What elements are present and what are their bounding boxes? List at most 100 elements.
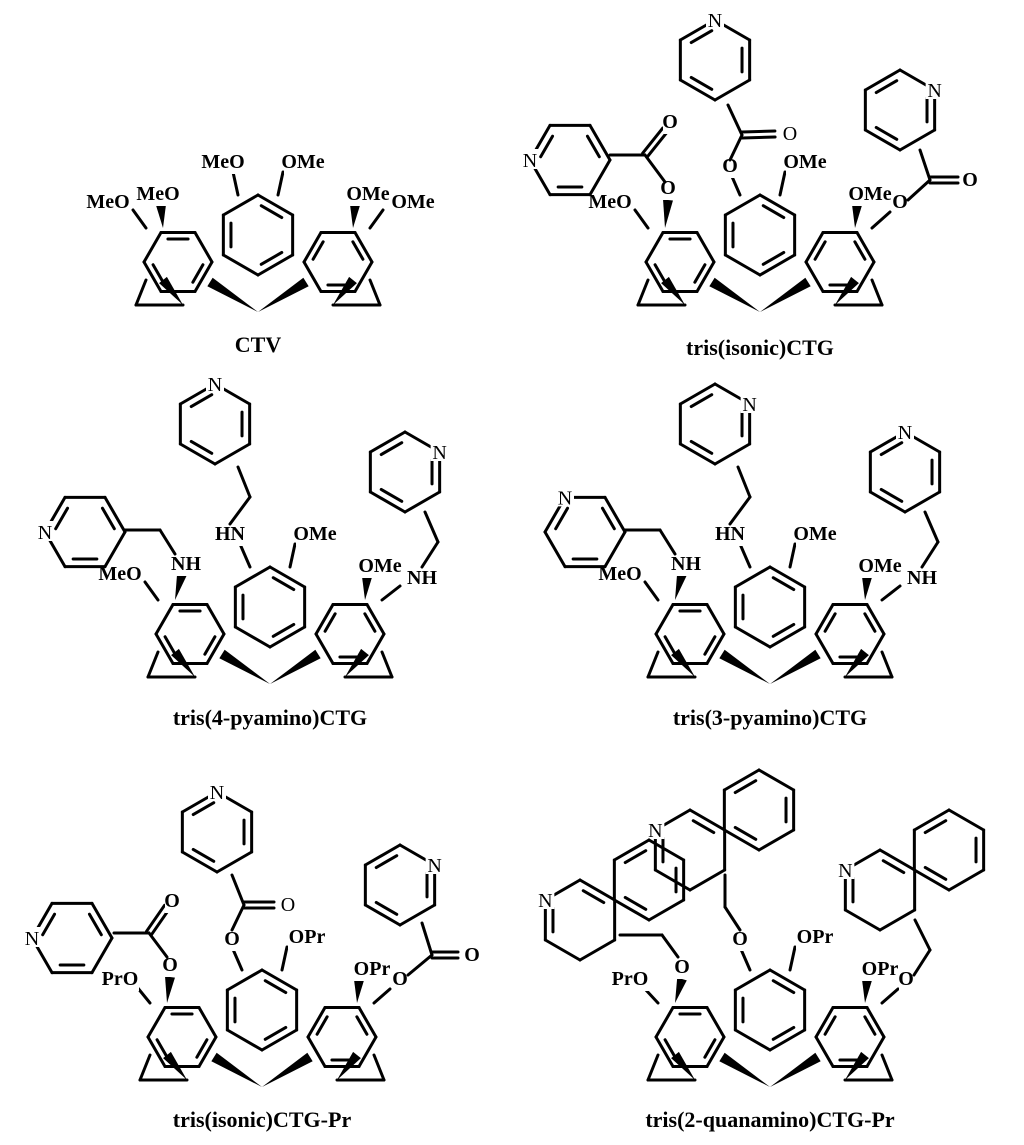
ring-nitrogen: N xyxy=(558,487,572,509)
label-backdrop xyxy=(706,9,724,29)
ring-bond xyxy=(146,1035,167,1068)
ring-double-bond xyxy=(263,979,288,995)
ring-bond xyxy=(723,193,762,217)
pyridine-ring-right: N xyxy=(368,430,449,514)
ring-double-bond xyxy=(923,819,948,835)
ring-double-bond xyxy=(689,439,714,455)
wedge-bond xyxy=(675,977,687,1003)
ring-nitrogen: N xyxy=(38,522,52,544)
ring-bond xyxy=(225,968,264,992)
bridge-wedge xyxy=(770,649,821,684)
amine-label: NH xyxy=(407,567,437,589)
ring-double-bond xyxy=(41,912,57,937)
bond xyxy=(880,584,902,602)
ring-bond xyxy=(314,603,335,636)
isoquinoline-ring-a: N xyxy=(836,848,917,932)
label-backdrop xyxy=(740,393,759,413)
ester-bond xyxy=(728,133,744,162)
ring-bond xyxy=(221,193,260,217)
pyridine-ring-left: N xyxy=(23,901,114,975)
ring-bond xyxy=(368,490,407,514)
ring-bond xyxy=(723,253,762,277)
methylene-bond xyxy=(660,933,680,959)
ring-double-bond xyxy=(87,912,103,937)
bridge-wedge xyxy=(270,649,321,684)
methylene-bond xyxy=(913,918,932,952)
ring-double-bond xyxy=(771,576,796,592)
pyridine-ring-left: N xyxy=(36,495,127,569)
bond xyxy=(143,580,160,602)
bridge-wedge xyxy=(719,649,770,684)
ring-double-bond xyxy=(259,250,284,266)
carbonyl-oxygen-label: O xyxy=(962,169,978,191)
ring-double-bond xyxy=(879,441,904,457)
ring-bond xyxy=(878,848,917,872)
amine-label: HN xyxy=(715,523,746,545)
core-ring-right xyxy=(814,1006,886,1068)
ring-bond xyxy=(213,442,252,466)
ring-double-bond xyxy=(271,622,296,638)
ring-bond xyxy=(804,231,825,264)
isoquinoline-ring-a: N xyxy=(536,878,617,962)
propoxy-label: PrO xyxy=(102,968,139,990)
core-ring-right xyxy=(814,603,886,665)
ring-bond xyxy=(654,603,675,636)
ring-double-bond xyxy=(689,29,714,45)
ring-bond xyxy=(314,632,335,665)
label-backdrop xyxy=(393,971,407,991)
ring-nitrogen: N xyxy=(538,890,552,912)
ring-double-bond xyxy=(151,263,165,284)
ring-double-bond xyxy=(823,1015,837,1036)
ring-double-bond xyxy=(663,1038,677,1059)
label-backdrop xyxy=(896,421,914,441)
methoxy-label: OMe xyxy=(858,555,901,577)
ring-bond xyxy=(233,625,272,649)
ring-double-bond xyxy=(189,393,214,409)
ring-bond xyxy=(578,878,617,902)
ring-double-bond xyxy=(879,487,904,503)
core-ring-top xyxy=(225,968,299,1052)
ring-bond xyxy=(878,908,917,932)
ester-oxygen-label: O xyxy=(892,191,908,213)
ring-bond xyxy=(154,603,175,636)
ring-double-bond xyxy=(703,1038,717,1059)
ring-double-bond xyxy=(351,240,365,261)
core-ring-left xyxy=(654,603,726,665)
bridge-bond xyxy=(146,650,160,679)
ester-bond xyxy=(906,178,932,202)
methoxy-label: OMe xyxy=(783,151,826,173)
wedge-bond xyxy=(165,976,175,1003)
ring-double-bond xyxy=(600,506,616,531)
methoxy-label: OMe xyxy=(848,183,891,205)
ring-bond xyxy=(705,603,726,636)
ring-double-bond xyxy=(191,263,205,284)
ring-double-bond xyxy=(623,895,648,911)
label-backdrop xyxy=(611,971,649,991)
ester-oxygen-label: O xyxy=(722,155,738,177)
isoquinoline-ring-b xyxy=(912,808,986,892)
ring-bond xyxy=(603,495,627,534)
core-ring-left xyxy=(146,1006,218,1068)
bridge-wedge xyxy=(159,276,183,305)
label-backdrop xyxy=(349,186,387,206)
ring-double-bond xyxy=(771,979,796,995)
ring-bond xyxy=(912,808,951,832)
ring-bond xyxy=(142,260,163,293)
ring-bond xyxy=(256,193,295,217)
ring-bond xyxy=(647,898,686,922)
ring-nitrogen: N xyxy=(427,855,441,877)
ring-double-bond xyxy=(323,612,337,633)
label-backdrop xyxy=(536,889,555,909)
ester-bond xyxy=(147,931,169,959)
ring-nitrogen: N xyxy=(25,928,39,950)
label-backdrop xyxy=(89,194,127,214)
propoxy-label: OPr xyxy=(862,958,899,980)
ring-bond xyxy=(365,603,386,636)
bond xyxy=(276,170,285,197)
label-backdrop xyxy=(217,526,243,546)
bond xyxy=(288,542,297,569)
ring-double-bond xyxy=(191,801,216,817)
